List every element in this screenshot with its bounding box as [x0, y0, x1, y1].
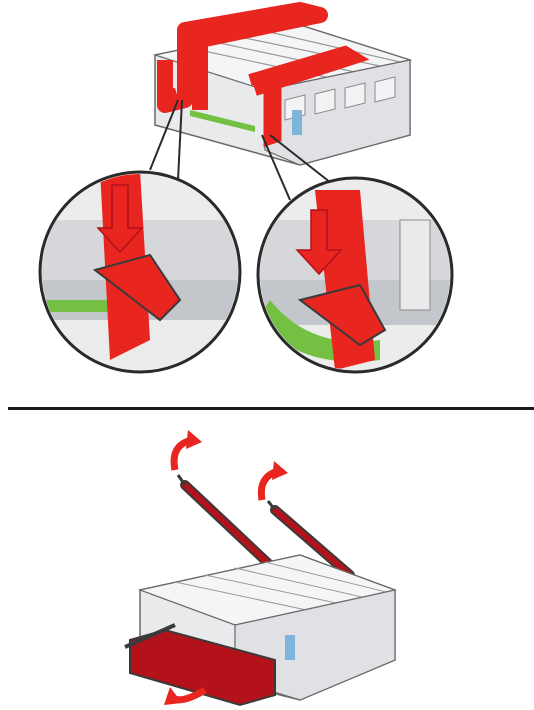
- step-divider: [8, 407, 534, 410]
- step-remove-packing-illustration: [0, 0, 534, 405]
- imaging-unit-top-svg: [0, 0, 534, 405]
- step-lift-packing-illustration: [0, 415, 534, 710]
- rotate-arrow-icon: [261, 461, 288, 500]
- imaging-unit-bottom-svg: [0, 415, 534, 710]
- magnifier-circle-icon: [40, 170, 250, 372]
- rotate-arrow-icon: [174, 430, 202, 470]
- magnifier-circle-icon: [258, 178, 458, 372]
